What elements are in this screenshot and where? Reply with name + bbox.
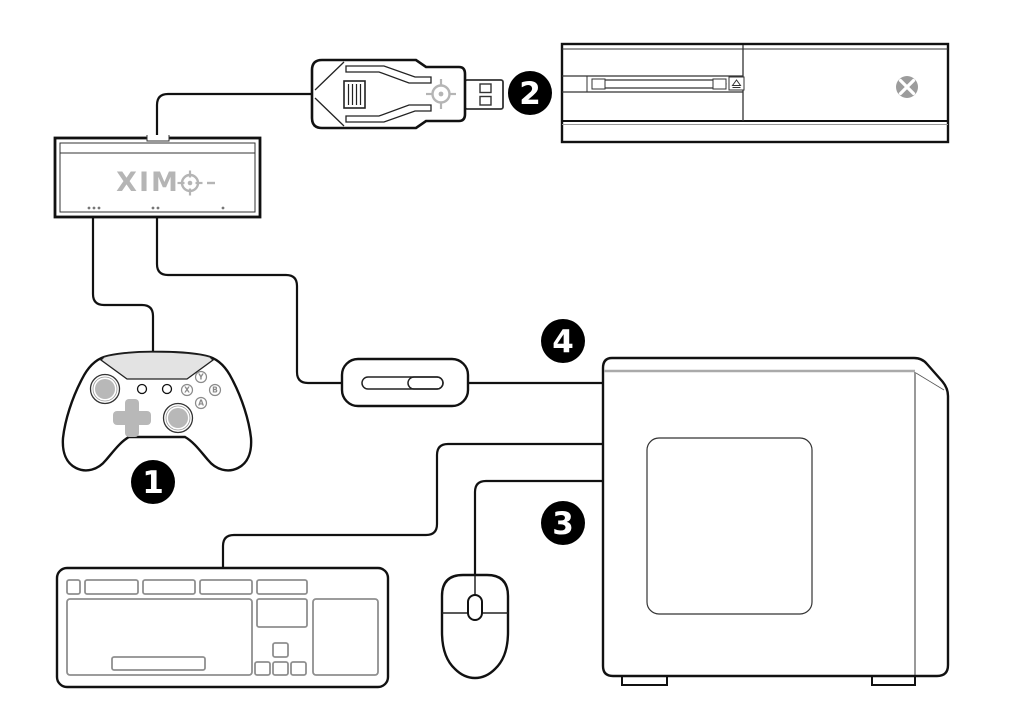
cable-adapter-to-controller	[91, 214, 155, 354]
xim-adapter-port-dots	[87, 206, 225, 210]
b-button-label: B	[212, 386, 218, 395]
xbox-controller: Y X B A	[61, 350, 253, 472]
xim-adapter-inner-border	[59, 142, 256, 213]
main-key-area	[66, 598, 253, 676]
arrow-left-key	[254, 661, 271, 676]
xim-adapter-port-notch	[147, 135, 169, 141]
inline-connector-slot	[361, 376, 444, 390]
cable-tower-to-mouse	[473, 479, 604, 578]
disc-slot	[562, 75, 743, 93]
usb-plug-contact	[479, 95, 492, 106]
xbox-logo-icon	[896, 76, 918, 98]
xim-adapter-port-notch-outline	[146, 135, 170, 142]
callout-2: 2	[508, 71, 552, 115]
callout-4: 4	[541, 319, 585, 363]
callout-3: 3	[541, 501, 585, 545]
inline-connector-slot-end	[407, 376, 444, 390]
nav-key-block	[256, 598, 308, 628]
xim-logo-text: XIM	[116, 167, 180, 198]
pc-tower	[601, 356, 950, 686]
y-button	[194, 370, 208, 384]
xbox-one-console	[560, 42, 950, 144]
tower-side-window	[646, 437, 813, 615]
usb-plug-contact	[479, 83, 492, 94]
esc-key	[66, 579, 81, 595]
view-button	[136, 383, 148, 395]
f-key-group	[84, 579, 139, 595]
cable-adapter-to-dongle	[155, 92, 313, 143]
a-button-label: A	[198, 399, 204, 408]
arrow-down-key	[272, 661, 289, 676]
arrow-right-key	[290, 661, 307, 676]
arrow-up-key	[272, 642, 289, 658]
callout-1: 1	[131, 460, 175, 504]
f-key-group	[256, 579, 308, 595]
f-key-group	[199, 579, 253, 595]
cable-adapter-to-inline-connector	[155, 214, 344, 385]
eject-icon	[728, 76, 745, 91]
spacebar	[111, 656, 206, 671]
xim-crosshair-icon	[177, 170, 215, 196]
tower-body	[601, 356, 950, 678]
usb-dongle-grip	[343, 80, 366, 109]
keyboard-keys	[66, 579, 379, 676]
menu-button	[161, 383, 173, 395]
callout-2-number: 2	[519, 76, 541, 112]
dongle-crosshair-icon	[426, 79, 456, 109]
usb-dongle	[310, 58, 504, 130]
callout-1-number: 1	[142, 465, 164, 501]
mouse-body	[440, 573, 510, 680]
b-button	[208, 383, 222, 397]
x-button-label: X	[184, 386, 190, 395]
xim-adapter-body	[53, 136, 262, 219]
tower-top-fold	[915, 372, 945, 391]
cable-tower-to-keyboard	[221, 442, 604, 571]
keyboard	[55, 566, 390, 689]
scroll-wheel	[467, 594, 483, 621]
dpad	[113, 399, 151, 437]
controller-top-band	[100, 351, 214, 380]
inline-connector	[340, 357, 470, 408]
right-stick	[162, 402, 194, 434]
callout-3-number: 3	[552, 506, 574, 542]
usb-dongle-detail-lines	[314, 61, 432, 127]
left-stick	[89, 373, 121, 405]
xim-adapter: XIM	[53, 135, 262, 219]
x-button	[180, 383, 194, 397]
abxy-buttons: Y X B A	[180, 370, 222, 410]
y-button-label: Y	[197, 373, 204, 382]
callout-4-number: 4	[552, 324, 574, 360]
cables	[91, 92, 604, 578]
a-button	[194, 396, 208, 410]
numpad-area	[312, 598, 379, 676]
f-key-group	[142, 579, 196, 595]
mouse	[440, 573, 510, 680]
console-body	[560, 42, 950, 144]
